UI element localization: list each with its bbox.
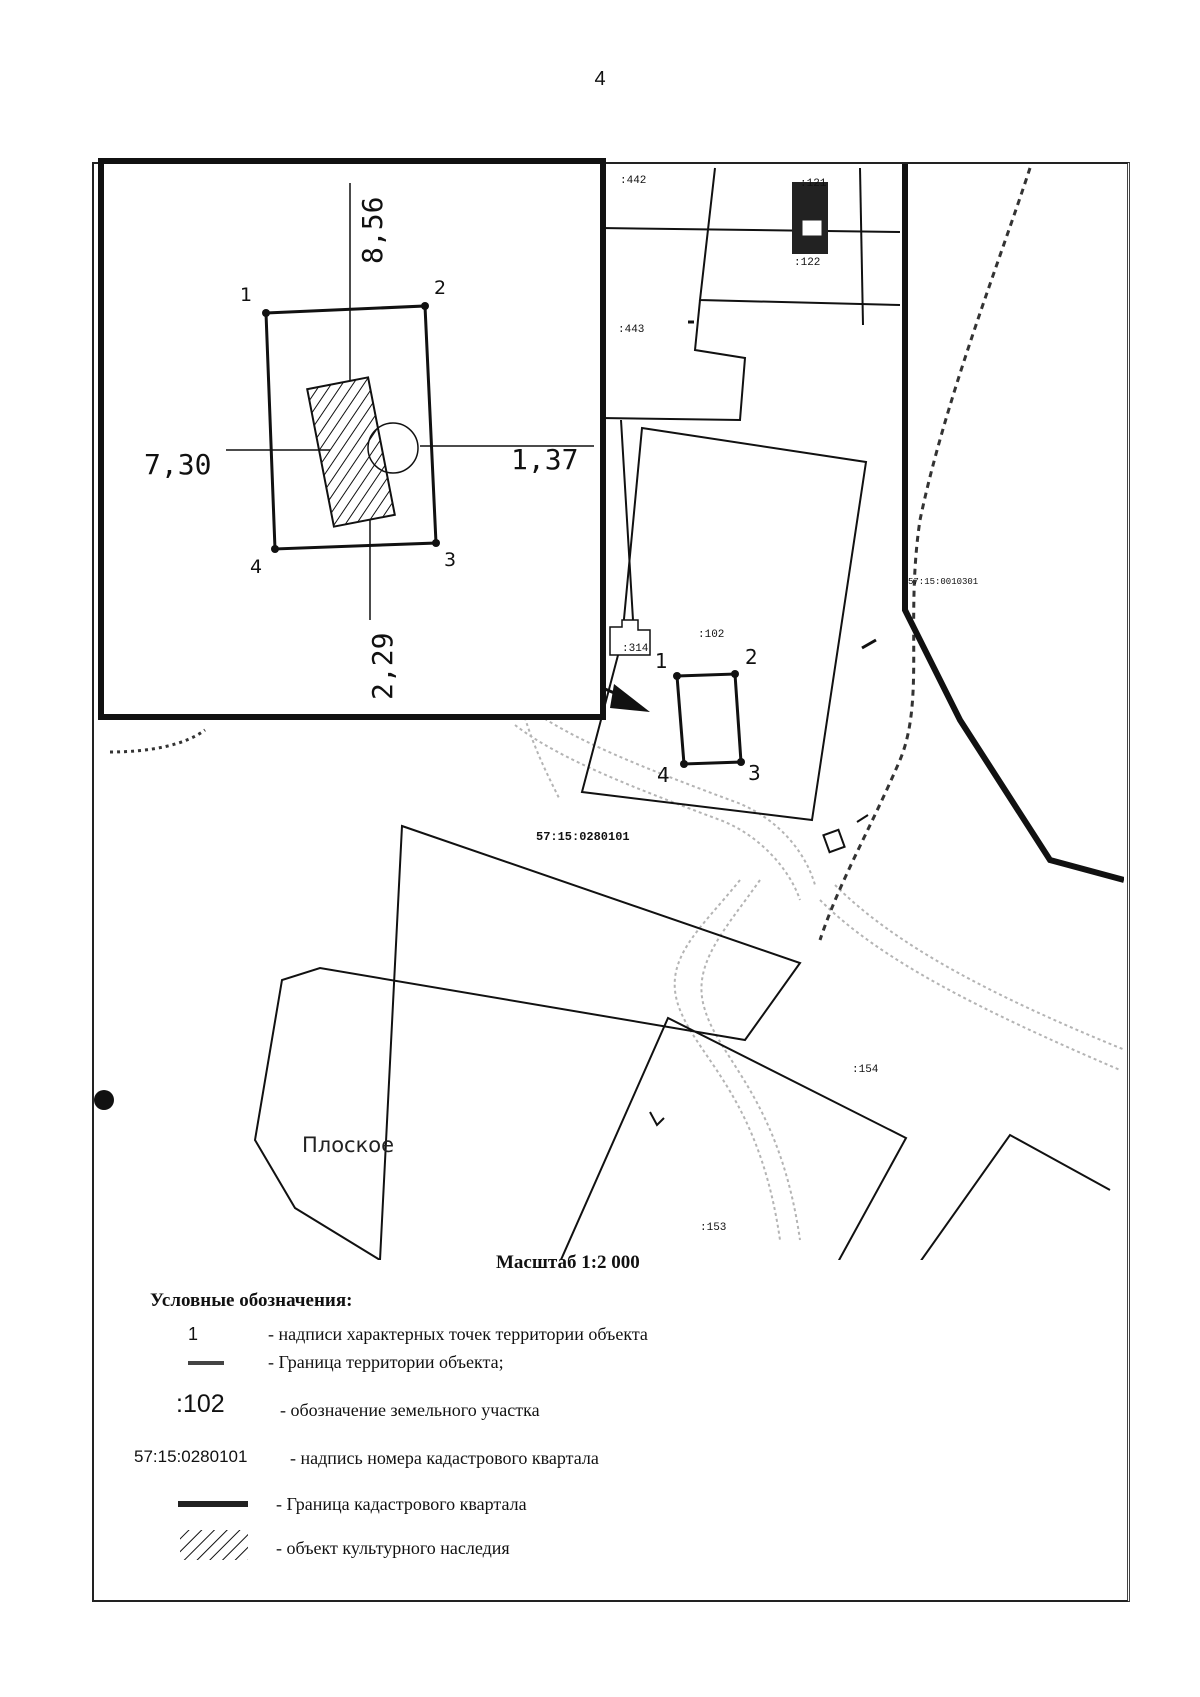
page-number: 4: [594, 68, 606, 90]
point-label-3: 3: [748, 761, 761, 785]
distance-top: 8,56: [356, 197, 389, 264]
inset-point-label-2: 2: [434, 277, 446, 299]
legend-item-heritage: - объект культурного наследия: [276, 1538, 510, 1558]
parcel-102: [580, 426, 868, 822]
dashed-boundary: [818, 167, 1032, 941]
inset-point-label-3: 3: [444, 549, 456, 571]
inset-panel: 1 2 3 4 7,30 1,37 8,56 2,29: [98, 158, 606, 720]
heritage-object-hatched: [306, 376, 396, 528]
parcel-label-102: :102: [698, 629, 724, 641]
quarter-label-east: 57:15:0010301: [908, 577, 978, 587]
point-label-1: 1: [655, 649, 668, 673]
small-structure: [822, 828, 846, 854]
parcel-ploskoe: [253, 824, 802, 1260]
settlement-label: Плоское: [302, 1133, 394, 1157]
inset-point-label-1: 1: [240, 284, 252, 306]
legend-item-points: - надписи характерных точек территории о…: [268, 1324, 648, 1344]
parcel-label-314: :314: [622, 643, 649, 655]
distance-bottom: 2,29: [366, 633, 399, 700]
parcel-label-153: :153: [700, 1222, 726, 1234]
dotted-boundary: [109, 728, 206, 754]
quarter-label-main: 57:15:0280101: [536, 830, 630, 844]
scale-label: Масштаб 1:2 000: [496, 1252, 640, 1273]
parcel-label-122: :122: [794, 257, 820, 269]
parcel-label-443: :443: [618, 324, 644, 336]
legend-symbol-point: 1: [188, 1324, 199, 1344]
legend-item-quarter-number: - надпись номера кадастрового квартала: [290, 1448, 599, 1468]
parcel-bottom-right: [920, 1133, 1111, 1260]
parcel-label-154: :154: [852, 1064, 879, 1076]
inset-point-label-4: 4: [250, 556, 262, 578]
map-sheet: [92, 162, 1130, 1602]
legend-item-territory-boundary: - Граница территории объекта;: [268, 1352, 504, 1372]
distance-right: 1,37: [511, 443, 578, 476]
legend-symbol-quarter: 57:15:0280101: [134, 1447, 248, 1466]
parcel-boundaries: [599, 167, 901, 641]
parcel-label-121: :121: [800, 178, 827, 190]
point-label-4: 4: [657, 763, 670, 787]
point-label-2: 2: [745, 645, 758, 669]
legend-item-quarter-boundary: - Граница кадастрового квартала: [276, 1494, 527, 1514]
object-territory-boundary: [675, 672, 743, 766]
legend-symbols: [178, 1361, 248, 1560]
building-121: [792, 182, 828, 254]
legend-symbol-parcel: :102: [176, 1390, 225, 1418]
object-points: [673, 670, 745, 768]
legend-item-parcel: - обозначение земельного участка: [280, 1400, 540, 1420]
legend-title: Условные обозначения:: [150, 1290, 353, 1311]
building-314: [609, 619, 651, 656]
parcel-label-442: :442: [620, 175, 646, 187]
parcel-153: [559, 1016, 908, 1260]
cadastral-quarter-boundary: [902, 164, 1124, 883]
distance-left: 7,30: [144, 448, 211, 481]
